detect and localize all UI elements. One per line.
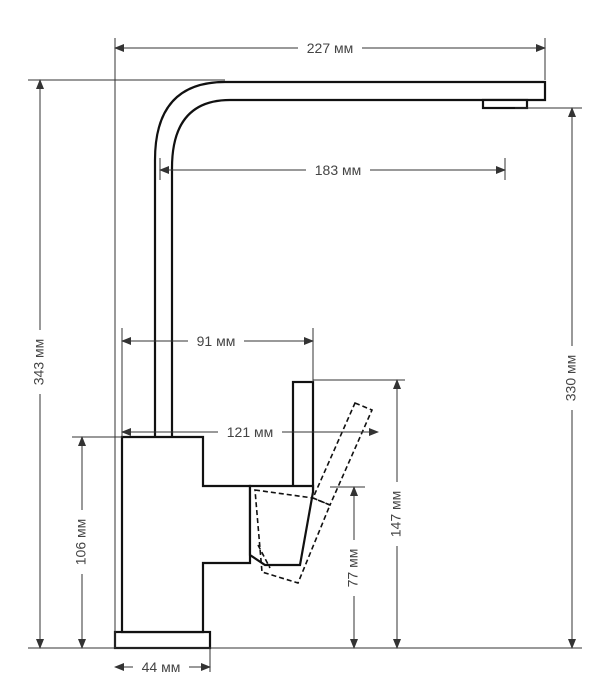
- faucet-spout-outer: [153, 80, 547, 437]
- label-44: 44 мм: [142, 659, 181, 675]
- faucet-base-plate: [113, 630, 212, 650]
- dimension-lines: [36, 44, 576, 671]
- label-77: 77 мм: [345, 549, 361, 588]
- faucet-handle-base: [248, 484, 315, 567]
- faucet-handle-base-open-dashed: [254, 489, 332, 584]
- dimension-labels: 227 мм 183 мм 91 мм 121 мм 343 мм 330 мм…: [31, 40, 579, 675]
- label-227: 227 мм: [307, 40, 354, 56]
- label-343: 343 мм: [31, 339, 47, 386]
- label-183: 183 мм: [315, 162, 362, 178]
- label-91: 91 мм: [197, 333, 236, 349]
- label-330: 330 мм: [563, 355, 579, 402]
- faucet-handle-pivot-dashed: [257, 544, 271, 569]
- label-121: 121 мм: [227, 424, 274, 440]
- faucet-handle-open-dashed: [311, 401, 374, 507]
- faucet-outline: [113, 80, 547, 650]
- label-147: 147 мм: [388, 491, 404, 538]
- faucet-spout-inner: [170, 98, 483, 437]
- faucet-handle: [291, 380, 315, 494]
- label-106: 106 мм: [73, 519, 89, 566]
- extension-lines: [28, 38, 582, 672]
- label-gaps: [32, 40, 580, 675]
- faucet-body: [120, 435, 252, 634]
- faucet-aerator: [481, 98, 529, 110]
